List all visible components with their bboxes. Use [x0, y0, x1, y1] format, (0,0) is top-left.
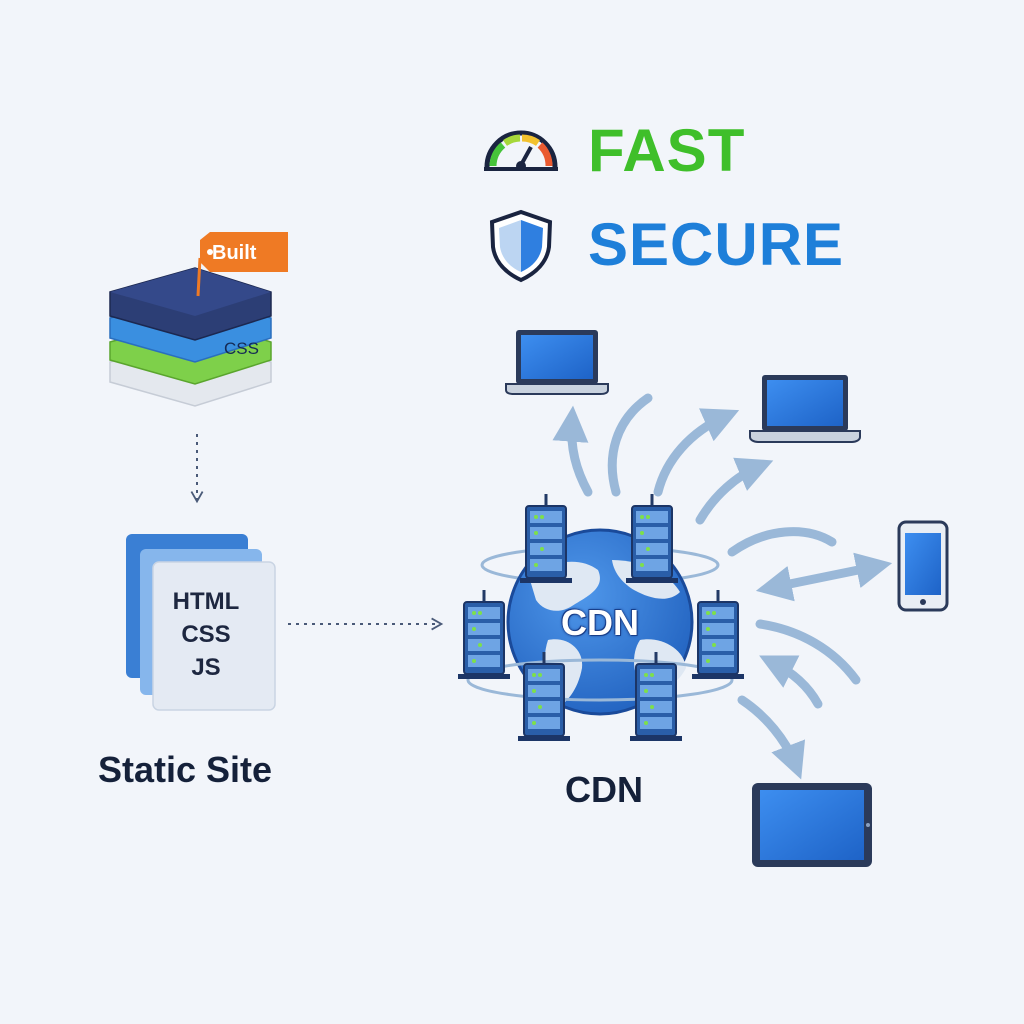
built-tag — [196, 232, 288, 297]
cdn-globe-label: CDN — [561, 602, 639, 643]
build-layer-stack — [109, 267, 272, 407]
smartphone-icon — [897, 520, 949, 612]
shield-icon — [489, 209, 553, 283]
laptop-icon — [749, 375, 861, 443]
static-site-caption: Static Site — [98, 749, 273, 790]
secure-label: SECURE — [588, 211, 845, 278]
file-html-label: HTML — [172, 588, 240, 615]
speedometer-icon — [484, 130, 558, 171]
build-layer-label: CSS — [224, 339, 259, 358]
file-js-label: JS — [191, 654, 221, 681]
file-css-label: CSS — [181, 621, 231, 648]
static-site-file-stack — [126, 534, 276, 711]
fast-label: FAST — [588, 117, 746, 184]
distribution-arrows — [552, 393, 893, 780]
built-tag-label: Built — [212, 242, 257, 264]
cdn-caption: CDN — [565, 769, 643, 810]
tablet-icon — [752, 783, 872, 867]
laptop-icon — [505, 330, 609, 395]
